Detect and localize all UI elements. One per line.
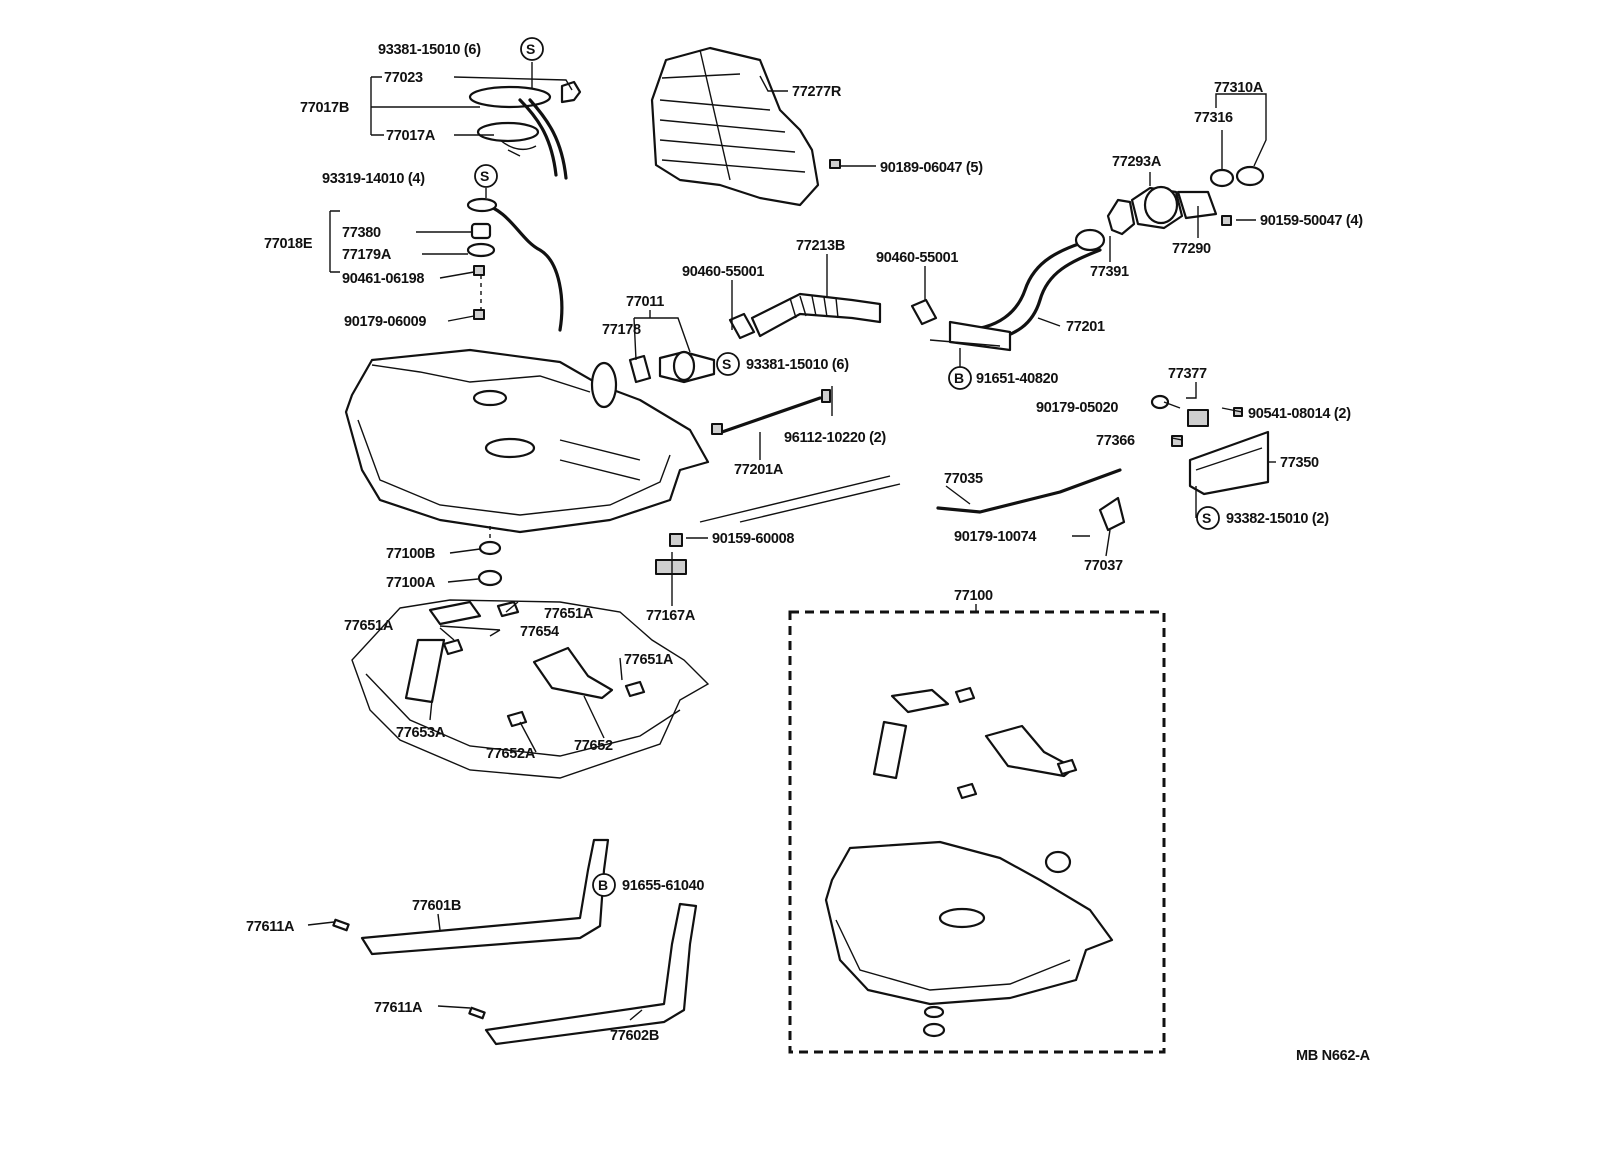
label-77316: 77316	[1194, 110, 1233, 126]
label-91655-61040: 91655-61040	[622, 878, 704, 894]
label-90179-06009: 90179-06009	[344, 314, 426, 330]
label-77018E: 77018E	[264, 236, 313, 252]
label-77100: 77100	[954, 588, 993, 604]
label-93381-15010-mid: 93381-15010 (6)	[746, 357, 849, 373]
label-90541-08014: 90541-08014 (2)	[1248, 406, 1351, 422]
label-77293A: 77293A	[1112, 154, 1162, 170]
label-77611A-lower: 77611A	[374, 1000, 423, 1016]
breather-parts	[628, 350, 716, 384]
fuel-lid-cable	[699, 468, 1126, 532]
label-77290: 77290	[1172, 241, 1211, 257]
label-91651-40820: 91651-40820	[976, 371, 1058, 387]
svg-text:B: B	[598, 877, 608, 893]
label-77178: 77178	[602, 322, 641, 338]
fuel-tank-upper	[344, 348, 710, 534]
fuel-lid-assembly	[1150, 394, 1270, 496]
filler-hose	[728, 292, 938, 340]
label-77167A: 77167A	[646, 608, 696, 624]
label-77201: 77201	[1066, 319, 1105, 335]
label-90179-10074: 90179-10074	[954, 529, 1036, 545]
label-96112-10220: 96112-10220 (2)	[784, 430, 886, 446]
label-77380: 77380	[342, 225, 381, 241]
label-90460-55001-right: 90460-55001	[876, 250, 958, 266]
filler-pipe	[929, 228, 1106, 352]
symbol-s-top: S	[520, 37, 544, 61]
label-77035: 77035	[944, 471, 983, 487]
label-93319-14010: 93319-14010 (4)	[322, 171, 425, 187]
drawing-code: MB N662-A	[1296, 1048, 1371, 1064]
symbol-b-91655: B	[592, 873, 616, 897]
label-77377: 77377	[1168, 366, 1207, 382]
filler-cap-parts	[1106, 165, 1265, 236]
label-90189-06047: 90189-06047 (5)	[880, 160, 983, 176]
symbol-s-93382: S	[1196, 506, 1220, 530]
svg-text:B: B	[954, 370, 964, 386]
svg-text:S: S	[526, 41, 535, 57]
label-77017B: 77017B	[300, 100, 349, 116]
label-93382-15010: 93382-15010 (2)	[1226, 511, 1329, 527]
label-77213B: 77213B	[796, 238, 845, 254]
label-77602B: 77602B	[610, 1028, 659, 1044]
label-77277R: 77277R	[792, 84, 842, 100]
label-77652: 77652	[574, 738, 613, 754]
label-90461-06198: 90461-06198	[342, 271, 424, 287]
tank-assembly-box	[788, 610, 1166, 1054]
heat-protector	[650, 46, 841, 207]
label-77391: 77391	[1090, 264, 1129, 280]
symbol-s-93319: S	[474, 164, 498, 188]
label-77100B: 77100B	[386, 546, 435, 562]
label-77100A: 77100A	[386, 575, 436, 591]
label-77653A: 77653A	[396, 725, 446, 741]
label-90179-05020: 90179-05020	[1036, 400, 1118, 416]
label-77651A-left: 77651A	[344, 618, 394, 634]
label-77654: 77654	[520, 624, 559, 640]
tank-assembly-contents	[824, 686, 1114, 1038]
part-labels: 93381-15010 (6) 77023 77017B 77017A 9331…	[246, 42, 1371, 1064]
label-77201A: 77201A	[734, 462, 784, 478]
label-77011: 77011	[626, 294, 664, 310]
label-77366: 77366	[1096, 433, 1135, 449]
label-90159-60008: 90159-60008	[712, 531, 794, 547]
tank-bolts	[655, 533, 687, 575]
label-90159-50047: 90159-50047 (4)	[1260, 213, 1363, 229]
symbol-s-mid: S	[716, 352, 740, 376]
breather-tube	[720, 396, 822, 434]
label-77023: 77023	[384, 70, 423, 86]
label-77310A: 77310A	[1214, 80, 1264, 96]
label-77651A-right: 77651A	[624, 652, 674, 668]
label-77601B: 77601B	[412, 898, 461, 914]
tank-washers	[477, 526, 503, 587]
label-77652A: 77652A	[486, 746, 536, 762]
label-77350: 77350	[1280, 455, 1319, 471]
label-77017A: 77017A	[386, 128, 436, 144]
label-77611A-upper: 77611A	[246, 919, 295, 935]
symbol-b-91651: B	[948, 366, 972, 390]
svg-text:S: S	[722, 356, 731, 372]
fuel-sender-assembly	[466, 80, 582, 332]
label-90460-55001-left: 90460-55001	[682, 264, 764, 280]
label-77179A: 77179A	[342, 247, 392, 263]
svg-text:S: S	[1202, 510, 1211, 526]
svg-text:S: S	[480, 168, 489, 184]
label-77037: 77037	[1084, 558, 1123, 574]
label-77651A-top: 77651A	[544, 606, 594, 622]
leader-lines	[307, 62, 1276, 1021]
tank-straps	[332, 838, 698, 1046]
label-93381-15010-top: 93381-15010 (6)	[378, 42, 481, 58]
